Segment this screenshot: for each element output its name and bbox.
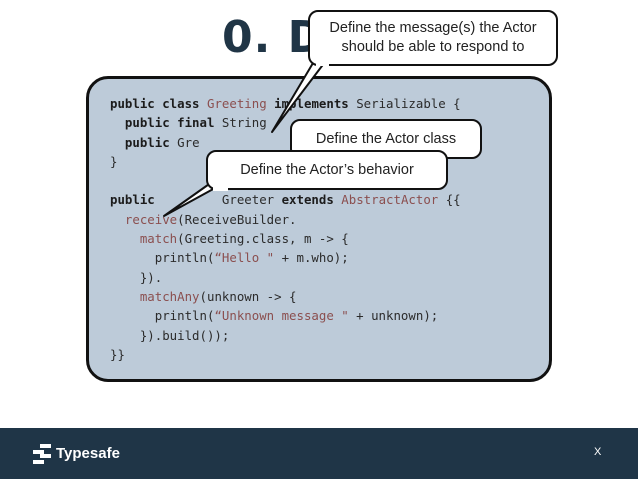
code-token: } <box>110 153 118 169</box>
code-token: + unknown); <box>348 308 439 324</box>
code-token: }). <box>110 269 163 285</box>
code-token: (Greeting.class, m -> { <box>177 231 349 247</box>
brand-name: Typesafe <box>56 445 120 462</box>
code-token: (ReceiveBuilder. <box>177 211 297 227</box>
code-token: String <box>214 115 267 131</box>
code-token <box>110 115 125 130</box>
code-token: Gre <box>169 134 200 150</box>
callout-behavior: Define the Actor’s behavior <box>206 150 448 190</box>
code-token: {{ <box>438 192 461 208</box>
code-token: “Hello " <box>214 250 275 266</box>
code-token: }).build()); <box>110 327 230 343</box>
callout-message: Define the message(s) the Actor should b… <box>308 10 558 66</box>
code-token <box>110 135 125 150</box>
code-block: public class Greeting implements Seriali… <box>110 94 468 364</box>
code-token: public <box>110 192 155 208</box>
code-token: public final <box>124 115 215 131</box>
code-token <box>110 212 125 227</box>
callout-behavior-tail-cover <box>213 185 228 191</box>
code-line: public Greeter extends AbstractActor {{ <box>110 190 468 209</box>
code-line: public final String <box>110 113 468 132</box>
code-token: println( <box>110 250 215 266</box>
code-token <box>110 231 140 246</box>
code-token: matchAny <box>139 288 200 304</box>
code-token: (unknown -> { <box>199 288 297 304</box>
footer-bar <box>0 428 638 479</box>
code-token: extends <box>281 192 334 208</box>
code-token: AbstractActor <box>341 192 439 208</box>
code-token: }} <box>110 346 125 362</box>
code-line: } <box>110 152 468 171</box>
code-line: }). <box>110 268 468 287</box>
code-token: println( <box>110 308 215 324</box>
code-line: matchAny(unknown -> { <box>110 287 468 306</box>
code-line: }).build()); <box>110 326 468 345</box>
callout-message-tail-cover <box>316 60 329 66</box>
code-token: public <box>124 134 170 150</box>
code-token <box>110 289 140 304</box>
code-line: }} <box>110 345 468 364</box>
code-line: println(“Hello " + m.who); <box>110 248 468 267</box>
code-token: Greeting <box>206 96 267 111</box>
typesafe-logo-icon <box>33 444 51 464</box>
code-token: Greeter <box>154 192 282 208</box>
code-line: println(“Unknown message " + unknown); <box>110 306 468 325</box>
code-token: match <box>139 231 178 247</box>
code-token: Serializable { <box>348 96 461 111</box>
page-number: X <box>594 446 602 458</box>
code-token: public class <box>110 96 207 111</box>
code-token: “Unknown message " <box>214 308 349 324</box>
slide-title: 0. D <box>222 12 326 63</box>
code-line: match(Greeting.class, m -> { <box>110 229 468 248</box>
code-token: + m.who); <box>274 250 349 266</box>
